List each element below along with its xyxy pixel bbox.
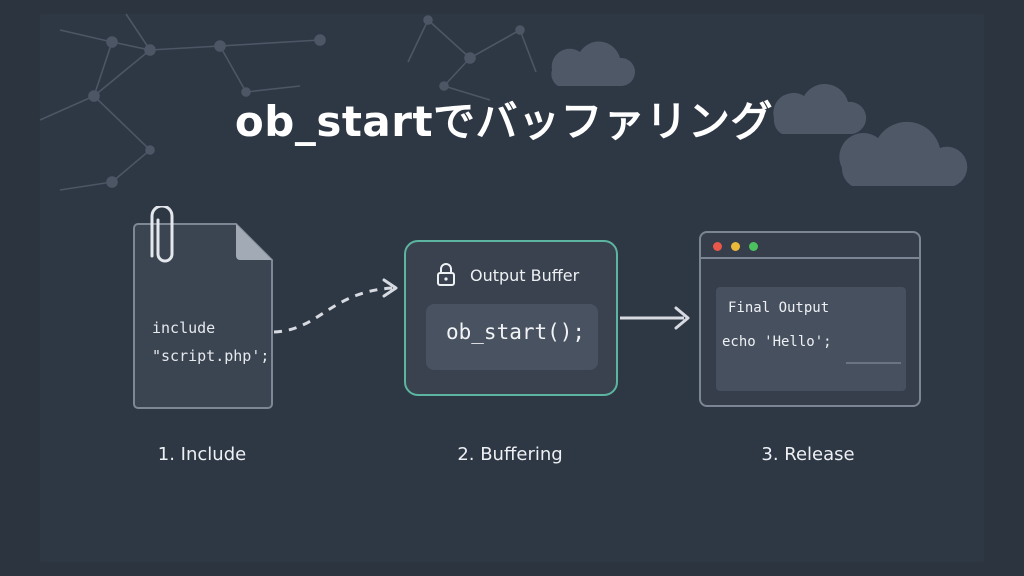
ob-start-code-box bbox=[426, 304, 598, 370]
window-minimize-dot bbox=[731, 242, 740, 251]
dashed-arrow-head bbox=[382, 278, 398, 298]
lock-icon bbox=[437, 263, 455, 286]
step-label-release: 3. Release bbox=[761, 444, 855, 465]
final-output-panel bbox=[716, 287, 906, 391]
solid-arrow-head bbox=[674, 306, 690, 330]
cloud-icon bbox=[551, 41, 968, 186]
window-title-bar-divider bbox=[701, 257, 919, 259]
include-code-line-2: "script.php'; bbox=[152, 347, 270, 365]
panel-rule bbox=[846, 362, 901, 364]
network-graph-icon bbox=[39, 13, 537, 191]
include-code: include "script.php'; bbox=[152, 314, 269, 370]
paperclip-icon bbox=[150, 206, 174, 263]
ob-start-code: ob_start(); bbox=[446, 320, 586, 344]
page-title: ob_startでバッファリング bbox=[234, 97, 774, 146]
step-label-buffering: 2. Buffering bbox=[457, 444, 563, 465]
window-close-dot bbox=[713, 242, 722, 251]
dashed-arrow bbox=[273, 286, 393, 334]
output-buffer-title: Output Buffer bbox=[470, 266, 580, 285]
echo-code: echo 'Hello'; bbox=[722, 334, 832, 350]
include-code-line-1: include bbox=[152, 319, 216, 337]
document-icon bbox=[133, 223, 273, 409]
step-label-include: 1. Include bbox=[157, 444, 247, 465]
window-maximize-dot bbox=[749, 242, 758, 251]
final-output-title: Final Output bbox=[728, 300, 830, 316]
